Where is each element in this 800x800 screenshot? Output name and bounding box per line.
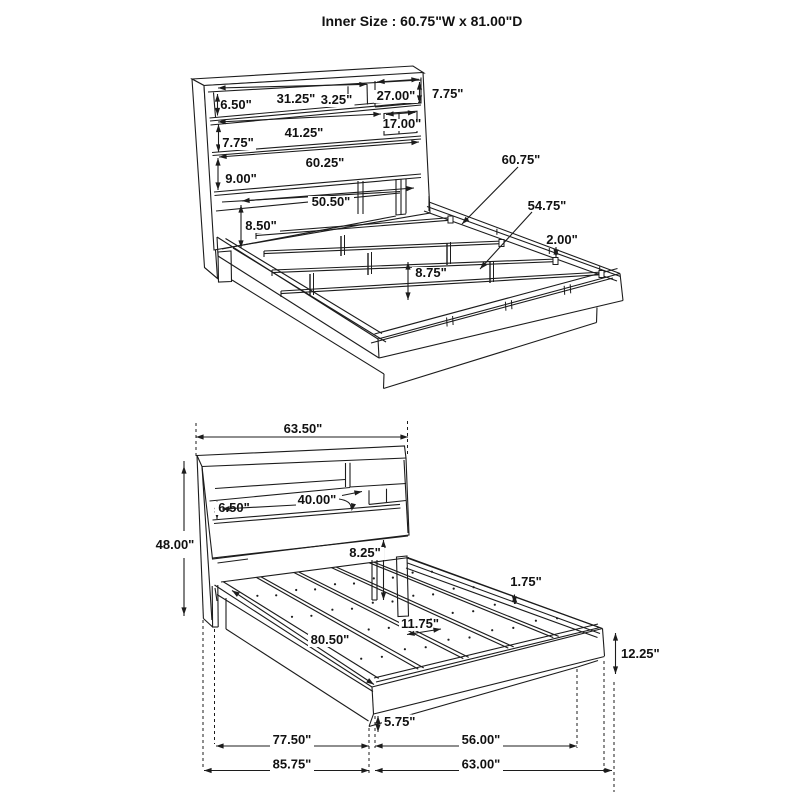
svg-text:63.50": 63.50" <box>284 421 323 436</box>
svg-text:7.75": 7.75" <box>222 135 253 150</box>
svg-text:17.00": 17.00" <box>383 116 422 131</box>
svg-text:8.50": 8.50" <box>245 218 276 233</box>
svg-text:9.00": 9.00" <box>225 171 256 186</box>
svg-text:63.00": 63.00" <box>462 757 501 772</box>
svg-text:Inner Size : 60.75"W x 81.00"D: Inner Size : 60.75"W x 81.00"D <box>322 13 523 29</box>
svg-text:31.25": 31.25" <box>277 91 316 106</box>
svg-text:60.25": 60.25" <box>306 155 345 170</box>
svg-text:54.75": 54.75" <box>528 198 567 213</box>
svg-text:12.25": 12.25" <box>621 646 660 661</box>
svg-text:1.75": 1.75" <box>510 574 541 589</box>
svg-text:56.00": 56.00" <box>462 732 501 747</box>
svg-text:80.50": 80.50" <box>311 632 350 647</box>
svg-text:3.25": 3.25" <box>321 92 352 107</box>
svg-text:6.50": 6.50" <box>220 97 251 112</box>
svg-text:48.00": 48.00" <box>156 537 195 552</box>
svg-text:8.25": 8.25" <box>349 545 380 560</box>
svg-text:27.00": 27.00" <box>377 88 416 103</box>
svg-text:40.00": 40.00" <box>298 492 337 507</box>
svg-text:2.00": 2.00" <box>546 232 577 247</box>
svg-text:7.75": 7.75" <box>432 86 463 101</box>
svg-text:6.50": 6.50" <box>218 500 249 515</box>
svg-text:60.75": 60.75" <box>502 152 541 167</box>
svg-text:8.75": 8.75" <box>415 265 446 280</box>
svg-text:50.50": 50.50" <box>312 194 351 209</box>
svg-text:77.50": 77.50" <box>273 732 312 747</box>
svg-text:41.25": 41.25" <box>285 125 324 140</box>
svg-text:5.75": 5.75" <box>384 714 415 729</box>
svg-text:85.75": 85.75" <box>273 757 312 772</box>
svg-text:11.75": 11.75" <box>401 616 439 631</box>
